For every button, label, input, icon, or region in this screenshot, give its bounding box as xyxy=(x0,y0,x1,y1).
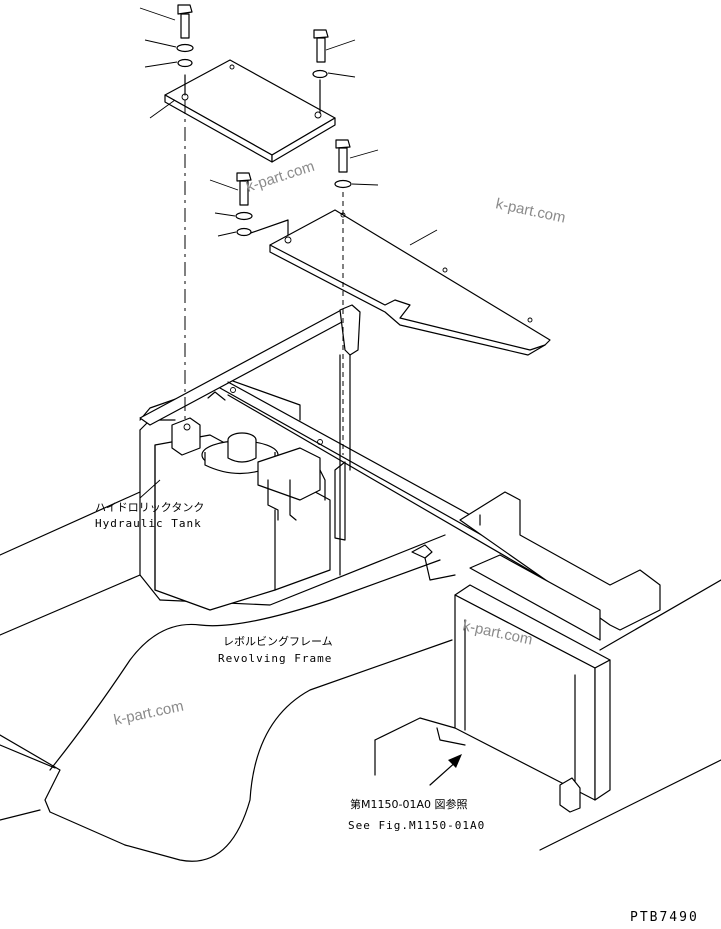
see-figure-label-jp: 第M1150-01A0 図参照 xyxy=(350,797,467,811)
right-side-assembly xyxy=(411,491,661,813)
bolt-set-2 xyxy=(312,29,329,114)
see-figure-label-en: See Fig.M1150-01A0 xyxy=(348,819,485,832)
callout-labels: ハイドロリックタンク Hydraulic Tank レボルビングフレーム Rev… xyxy=(95,501,485,832)
watermark-text: k-part.com xyxy=(112,698,185,729)
bolt-set-3 xyxy=(235,172,253,237)
bolt-set-1 xyxy=(176,4,194,420)
revolving-frame-label-en: Revolving Frame xyxy=(218,652,332,665)
revolving-frame xyxy=(0,429,721,862)
hydraulic-tank-label-en: Hydraulic Tank xyxy=(95,517,202,530)
cover-plate-middle xyxy=(244,209,551,356)
watermark-text: k-part.com xyxy=(494,195,567,226)
hydraulic-tank-label-jp: ハイドロリックタンク xyxy=(95,501,204,514)
drawing-code: PTB7490 xyxy=(630,910,699,925)
revolving-frame-label-jp: レボルビングフレーム xyxy=(223,634,333,648)
cover-plate-upper xyxy=(164,59,336,163)
bolt-set-4 xyxy=(334,139,352,455)
watermark-text: k-part.com xyxy=(244,158,317,196)
leader-lines xyxy=(139,7,462,786)
